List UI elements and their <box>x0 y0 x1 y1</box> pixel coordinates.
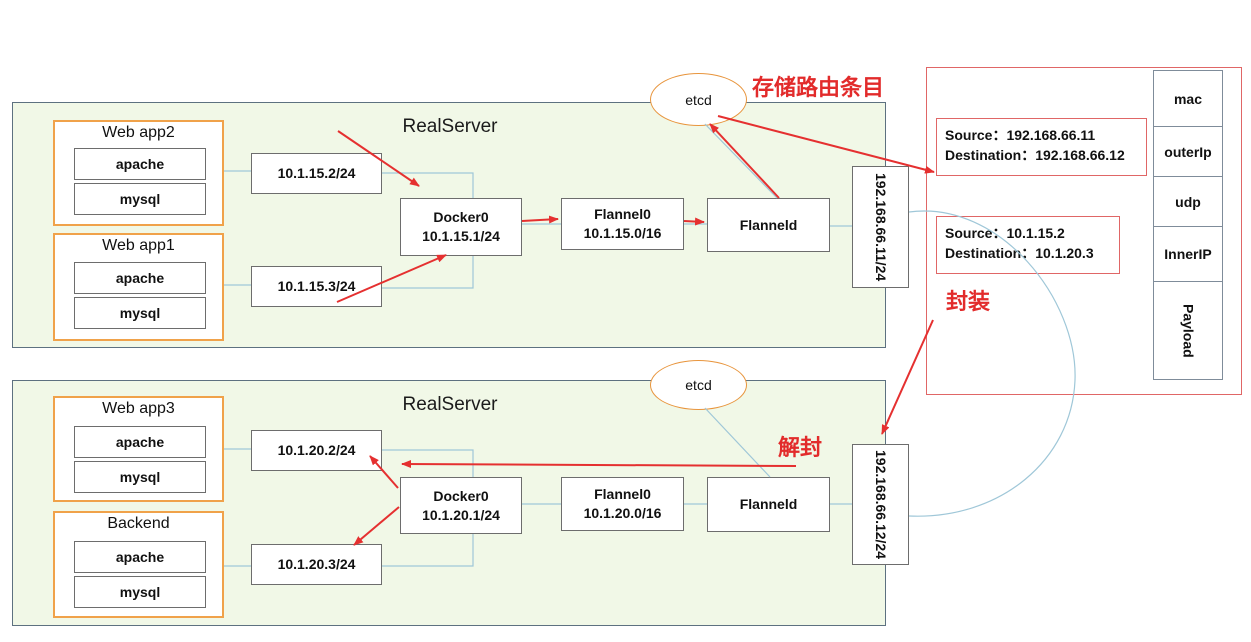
app-webapp1: Web app1 apache mysql <box>53 233 224 341</box>
flow-arrow <box>336 254 447 303</box>
app-webapp3: Web app3 apache mysql <box>53 396 224 502</box>
link-line <box>382 256 474 289</box>
mysql-box: mysql <box>74 297 206 329</box>
layer-outer-ip: outerIp <box>1154 127 1222 177</box>
store-routes-label: 存储路由条目 <box>752 75 885 101</box>
flow-arrow <box>717 115 935 174</box>
inner-source: Source：10.1.15.2 <box>945 225 1065 241</box>
flow-arrow <box>337 130 420 187</box>
flanneld-box: Flanneld <box>707 198 830 252</box>
flannel0-name: Flannel0 <box>594 486 651 502</box>
app-title: Web app2 <box>102 124 175 141</box>
app-title: Web app3 <box>102 400 175 417</box>
docker0-name: Docker0 <box>433 487 489 504</box>
flannel0-box: Flannel0 10.1.20.0/16 <box>561 477 684 531</box>
link-line <box>382 534 474 567</box>
mysql-box: mysql <box>74 183 206 215</box>
layer-inner-ip: InnerIP <box>1154 227 1222 282</box>
etcd-node: etcd <box>650 73 747 126</box>
apache-box: apache <box>74 426 206 458</box>
flannel0-name: Flannel0 <box>594 206 651 222</box>
tunnel-curve <box>908 210 1076 517</box>
flannel0-ip: 10.1.15.0/16 <box>583 225 662 241</box>
flow-arrow <box>683 217 705 226</box>
apache-box: apache <box>74 541 206 573</box>
eth-box: 192.168.66.11/24 <box>852 166 909 288</box>
docker0-name: Docker0 <box>433 209 489 225</box>
docker0-box: Docker0 10.1.15.1/24 <box>400 198 522 256</box>
app-webapp2: Web app2 apache mysql <box>53 120 224 226</box>
app-title: Web app1 <box>102 237 175 254</box>
link-line <box>704 123 778 199</box>
mysql-box: mysql <box>74 576 206 608</box>
layer-udp: udp <box>1154 177 1222 227</box>
realserver-bottom-title: RealServer <box>402 394 498 415</box>
encapsulate-label: 封装 <box>946 289 991 315</box>
flow-arrow <box>369 455 399 489</box>
mysql-box: mysql <box>74 461 206 493</box>
veth-box: 10.1.20.2/24 <box>251 430 382 471</box>
flow-arrow <box>353 506 400 546</box>
app-title: Backend <box>107 515 170 532</box>
flannel0-box: Flannel0 10.1.15.0/16 <box>561 198 684 250</box>
flow-arrow <box>401 460 797 469</box>
outer-header-box: Source：192.168.66.11 Destination：192.168… <box>936 118 1147 176</box>
outer-destination: Destination：192.168.66.12 <box>945 147 1125 163</box>
app-backend: Backend apache mysql <box>53 511 224 618</box>
packet-layers: mac outerIp udp InnerIP Payload <box>1153 70 1223 380</box>
link-line <box>382 449 474 477</box>
layer-mac: mac <box>1154 71 1222 127</box>
decapsulate-label: 解封 <box>778 435 823 461</box>
flow-arrow <box>881 319 934 435</box>
veth-box: 10.1.20.3/24 <box>251 544 382 585</box>
layer-payload: Payload <box>1154 282 1222 379</box>
inner-header-box: Source：10.1.15.2 Destination：10.1.20.3 <box>936 216 1120 274</box>
flow-arrow <box>521 215 559 224</box>
flanneld-box: Flanneld <box>707 477 830 532</box>
etcd-node: etcd <box>650 360 747 410</box>
eth-ip: 192.168.66.11/24 <box>873 172 889 282</box>
docker0-ip: 10.1.15.1/24 <box>422 228 500 244</box>
docker0-ip: 10.1.20.1/24 <box>422 506 500 523</box>
eth-ip: 192.168.66.12/24 <box>873 450 889 559</box>
realserver-top-title: RealServer <box>402 116 498 137</box>
veth-box: 10.1.15.2/24 <box>251 153 382 194</box>
flow-arrow <box>709 123 780 199</box>
eth-box: 192.168.66.12/24 <box>852 444 909 565</box>
docker0-box: Docker0 10.1.20.1/24 <box>400 477 522 534</box>
outer-source: Source：192.168.66.11 <box>945 127 1096 143</box>
flannel0-ip: 10.1.20.0/16 <box>583 505 662 521</box>
apache-box: apache <box>74 262 206 294</box>
apache-box: apache <box>74 148 206 180</box>
layer-payload-label: Payload <box>1180 303 1197 358</box>
veth-box: 10.1.15.3/24 <box>251 266 382 307</box>
link-line <box>382 172 474 198</box>
